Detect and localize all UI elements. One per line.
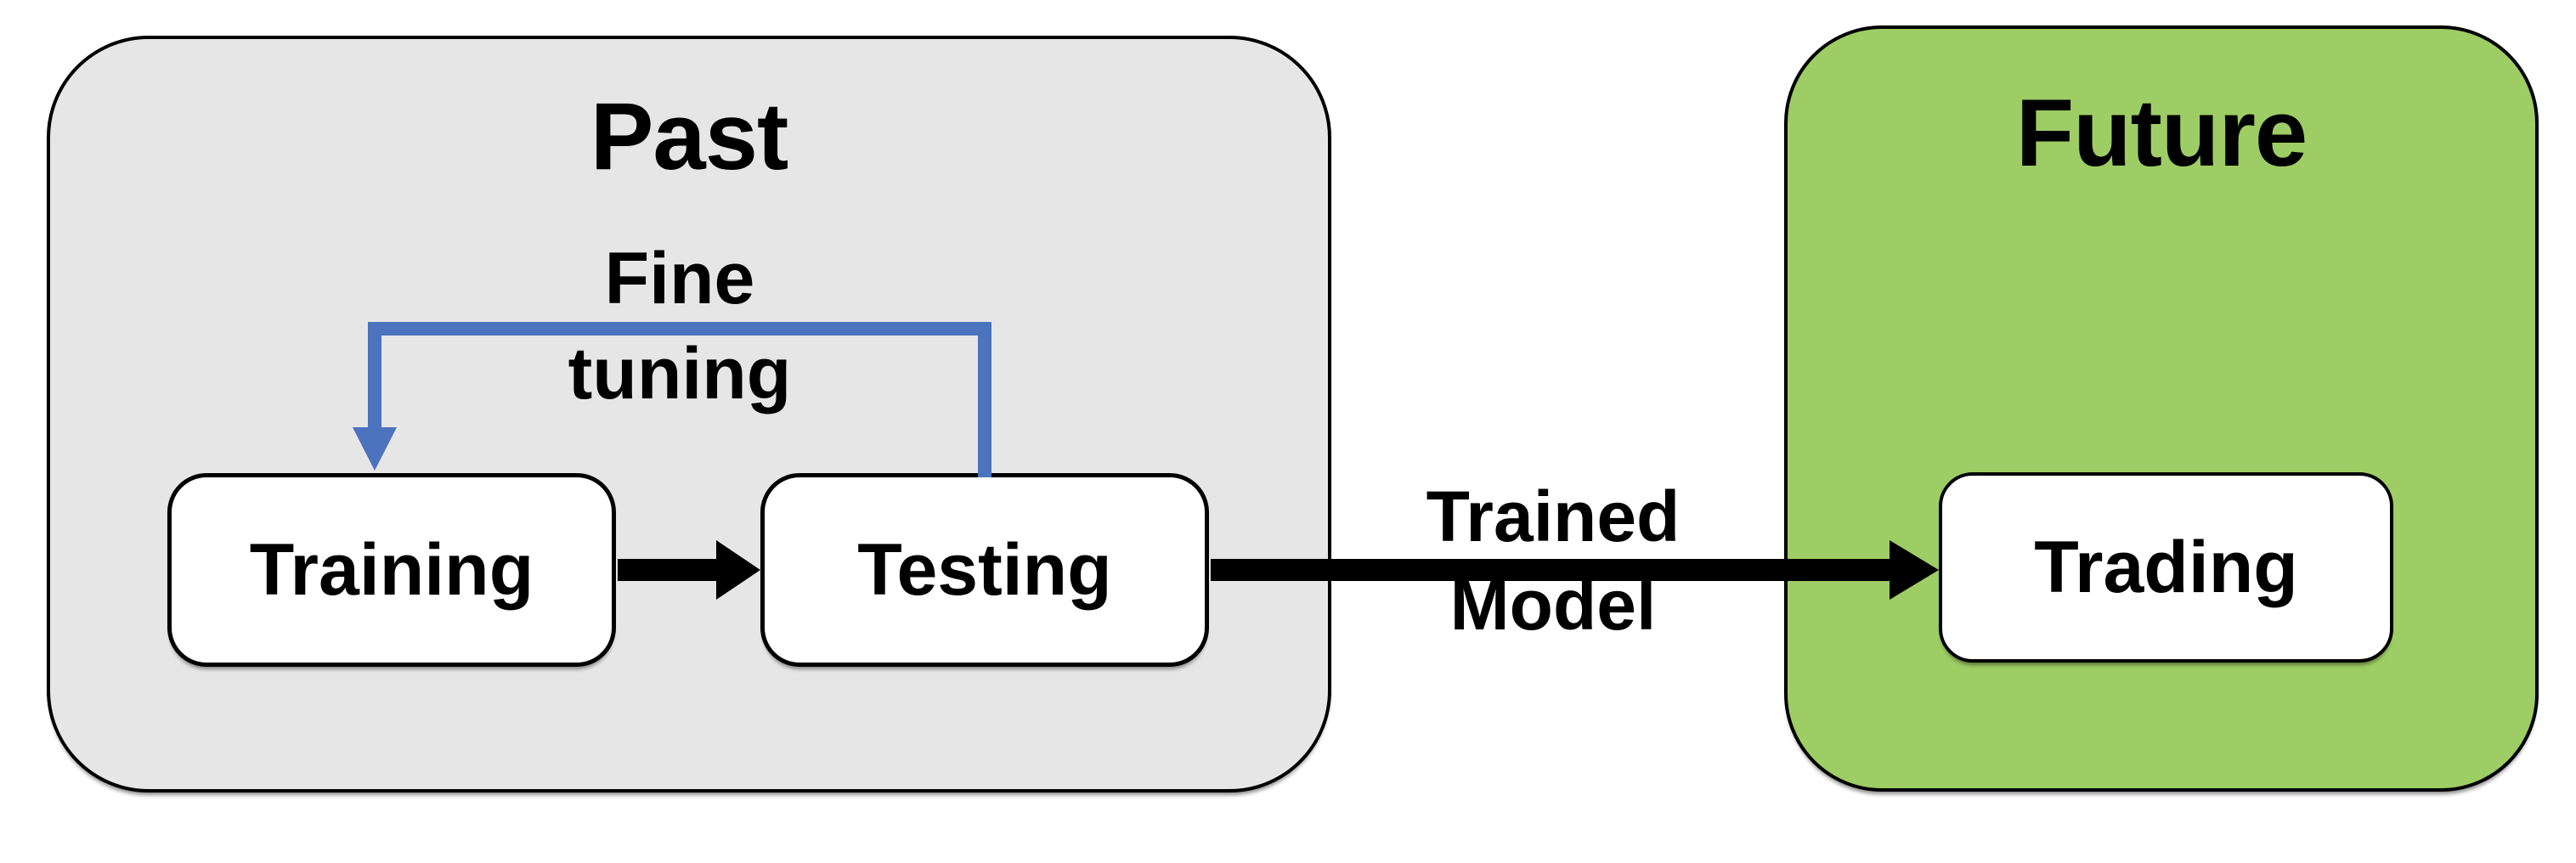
trained-model-label-line2: Model xyxy=(1449,565,1657,646)
training-node: Training xyxy=(167,473,616,667)
training-node-label: Training xyxy=(249,528,534,611)
trained-model-label: Trained Model xyxy=(1324,472,1782,649)
future-title: Future xyxy=(2015,80,2308,186)
past-title: Past xyxy=(590,83,789,189)
trading-node: Trading xyxy=(1939,472,2393,663)
future-container: Future xyxy=(1784,25,2539,792)
testing-node-label: Testing xyxy=(857,528,1112,611)
fine-tuning-label-line1: Fine xyxy=(604,238,755,319)
fine-tuning-label-line2: tuning xyxy=(568,333,792,415)
trained-model-label-line1: Trained xyxy=(1426,477,1681,556)
trading-node-label: Trading xyxy=(2034,526,2298,608)
testing-node: Testing xyxy=(760,473,1209,667)
